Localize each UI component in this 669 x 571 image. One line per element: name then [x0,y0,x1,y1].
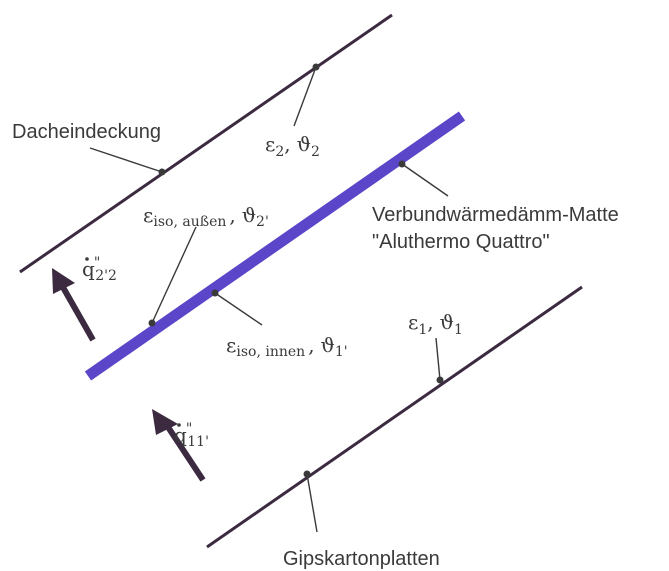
dot-epsiso-aussen [148,319,156,327]
heat-flux-arrowhead-upper [52,268,75,294]
roof-covering-line [19,13,393,274]
heat-flux-arrow-upper [57,280,96,342]
label-verbund-line2: "Aluthermo Quattro" [372,231,550,253]
leader-verbund [401,163,449,197]
symbol-eps2-theta2: ε2,ϑ2 [265,132,320,160]
heat-flux-arrowhead-lower [152,409,178,435]
svg-text:q"11': q"11' [174,421,209,450]
leader-epsiso-aussen [151,226,197,324]
dot-gipskarton [303,470,311,478]
svg-text:q"2'2: q"2'2 [82,255,117,284]
dot-epsiso-innen [211,289,219,297]
heat-flux-arrow-lower [163,422,206,482]
label-dacheindeckung: Dacheindeckung [12,121,161,143]
symbol-eps1-theta1: ε1,ϑ1 [408,310,463,338]
label-gipskarton: Gipskartonplatten [283,548,440,570]
symbol-heat-flux-22: q"2'2 [82,255,117,284]
leader-gipskarton [306,473,318,533]
dot-eps1 [436,376,444,384]
insulation-mat-line [84,111,466,381]
leader-epsiso-innen [214,292,263,326]
symbol-epsiso-innen-theta1p: εiso, innen,ϑ1' [226,333,348,360]
dot-verbund [398,160,406,168]
symbol-epsiso-aussen-theta2p: εiso, außen,ϑ2' [143,203,269,230]
dot-eps2 [312,63,320,71]
symbol-heat-flux-11: q"11' [174,421,209,450]
leader-eps2 [293,66,317,127]
dot-dacheindeckung [158,168,166,176]
label-verbund-line1: Verbundwärmedämm-Matte [372,204,619,226]
leader-dacheindeckung [89,147,163,173]
plasterboard-line [206,285,583,549]
leader-eps1 [435,337,441,381]
